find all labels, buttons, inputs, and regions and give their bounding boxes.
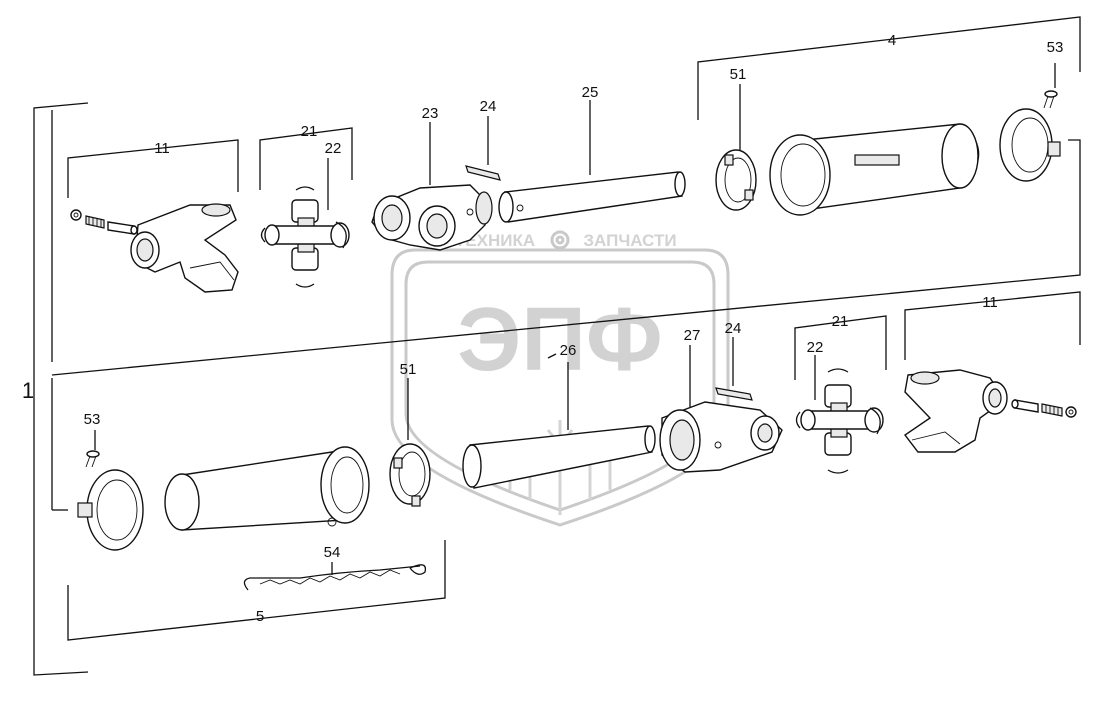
- bracket-1: [33, 102, 89, 676]
- bracket-11-top: [67, 139, 239, 198]
- watermark-right-text: ЗАПЧАСТИ: [583, 231, 676, 250]
- part-54-chain: [243, 564, 427, 591]
- part-51-top-ring: [715, 149, 757, 211]
- part-5-guard-tube: [164, 446, 370, 531]
- part-11-bottom-yoke: [903, 369, 1008, 453]
- part-11-top-yoke: [130, 203, 239, 293]
- part-11-top-fastener: [70, 209, 138, 235]
- bracket-21-top: [259, 127, 353, 190]
- bracket-4: [697, 16, 1081, 120]
- label-21-top: 21: [301, 123, 318, 140]
- bracket-5: [67, 540, 446, 641]
- label-24-top: 24: [480, 98, 497, 115]
- part-21-top-cross: [260, 186, 350, 288]
- label-54: 54: [324, 544, 341, 561]
- part-4-end-cone: [999, 108, 1061, 182]
- label-26: 26: [560, 342, 577, 359]
- part-26-tube: [462, 425, 656, 489]
- label-4: 4: [888, 32, 896, 49]
- callout-labels: 1 4 5 11 11 21 21 22 22 23 24 24 25 26 2…: [22, 32, 1063, 625]
- part-27-yoke: [659, 401, 783, 473]
- label-51-bottom: 51: [400, 361, 417, 378]
- label-23: 23: [422, 105, 439, 122]
- label-24-bottom: 24: [725, 320, 742, 337]
- bracket-21-bottom: [794, 315, 887, 380]
- leader-lines: [94, 63, 1056, 575]
- part-51-bottom-ring: [389, 443, 431, 507]
- watermark-brand: ЭПФ: [457, 290, 663, 390]
- label-22-bottom: 22: [807, 339, 824, 356]
- assembly-brackets: [33, 16, 1081, 676]
- part-24-bottom-pin: [715, 387, 753, 401]
- part-24-top-pin: [465, 165, 501, 181]
- label-11-top: 11: [154, 140, 170, 157]
- label-11-bottom: 11: [982, 294, 998, 311]
- label-1: 1: [22, 378, 34, 403]
- part-21-bottom-cross: [795, 368, 884, 474]
- label-53-top: 53: [1047, 39, 1064, 56]
- label-22-top: 22: [325, 140, 342, 157]
- label-27: 27: [684, 327, 701, 344]
- part-25-tube: [498, 171, 686, 223]
- part-11-bottom-fastener: [1011, 399, 1077, 418]
- label-51-top: 51: [730, 66, 747, 83]
- label-5: 5: [256, 608, 264, 625]
- part-5-end-cone: [77, 469, 144, 551]
- label-25: 25: [582, 84, 599, 101]
- part-23-yoke: [371, 184, 493, 251]
- bracket-11-bottom: [904, 291, 1081, 360]
- gear-icon: [550, 230, 570, 250]
- part-53-top-screw: [1043, 90, 1058, 109]
- label-21-bottom: 21: [832, 313, 849, 330]
- label-53-bottom: 53: [84, 411, 101, 428]
- part-4-guard-tube: [769, 123, 980, 216]
- bracket-lower-line: [51, 139, 1081, 376]
- part-53-bottom-screw: [85, 450, 100, 468]
- watermark: ЭПФ ТЕХНИКА ЗАПЧАСТИ: [390, 230, 730, 527]
